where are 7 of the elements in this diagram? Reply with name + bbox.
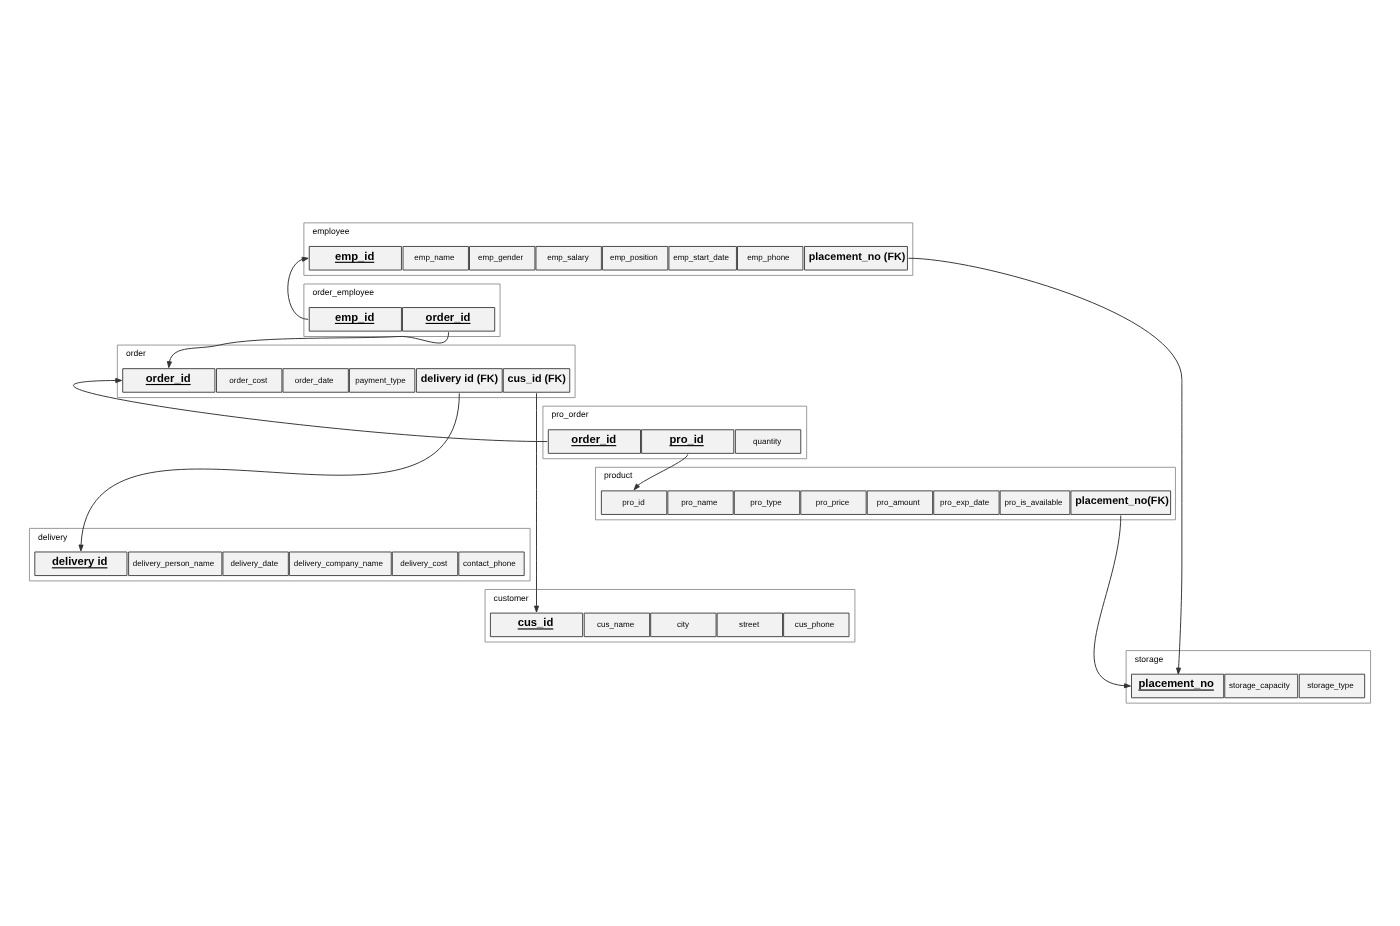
arrow — [908, 257, 1183, 675]
arrow — [633, 453, 689, 491]
arrow — [534, 392, 540, 613]
arrow — [1093, 515, 1131, 689]
arrow — [78, 392, 460, 552]
arrow — [287, 256, 309, 320]
arrow — [72, 377, 548, 443]
